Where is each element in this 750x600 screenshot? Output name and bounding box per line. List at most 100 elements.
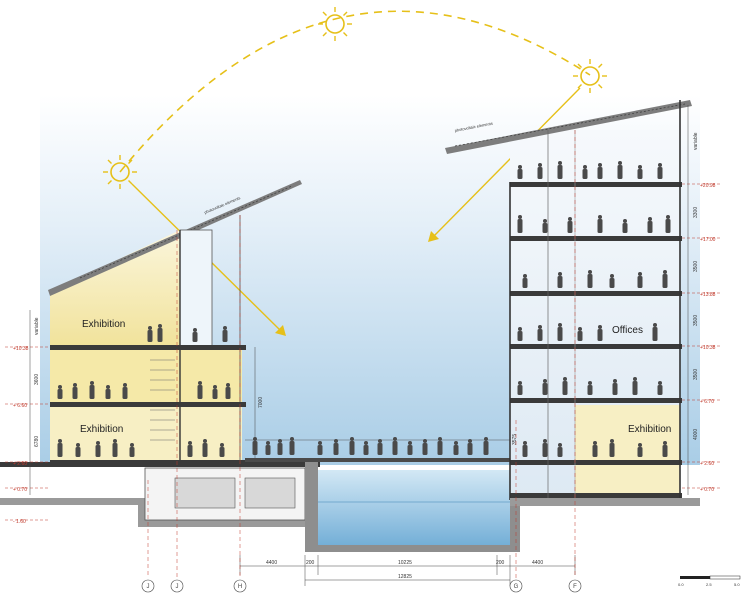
person-figure — [129, 443, 135, 457]
right-foundation — [510, 498, 700, 506]
right-building — [445, 100, 700, 506]
canal-water — [318, 470, 510, 545]
person-figure — [622, 219, 628, 233]
right-floor-slab — [510, 182, 682, 187]
person-figure — [557, 272, 563, 288]
axis-marker-5: F — [573, 584, 577, 590]
left-floor-slab — [50, 345, 246, 350]
axis-marker-3: H — [238, 584, 242, 590]
person-figure — [609, 274, 615, 288]
person-figure — [112, 439, 118, 457]
person-figure — [609, 439, 615, 457]
person-figure — [187, 441, 193, 457]
level-right-2: +17.00 — [700, 237, 716, 243]
person-figure — [597, 325, 603, 341]
person-figure — [219, 443, 225, 457]
dim-left-3600: 3600 — [34, 374, 40, 385]
person-figure — [567, 217, 573, 233]
right-roof — [445, 100, 692, 154]
person-figure — [557, 443, 563, 457]
canal — [245, 439, 520, 552]
sun-path-arc — [119, 10, 591, 173]
label-offices: Offices — [612, 325, 643, 336]
person-figure — [537, 163, 543, 179]
person-figure — [647, 217, 653, 233]
person-figure — [612, 379, 618, 395]
axis-marker-2: J — [176, 584, 179, 590]
person-figure — [582, 165, 588, 179]
exhibition-volume-upper — [50, 230, 180, 348]
scale-50: 5.0 — [734, 582, 740, 587]
person-figure — [57, 385, 63, 399]
person-figure — [657, 381, 663, 395]
axis-marker-1: J — [147, 584, 150, 590]
person-figure — [562, 377, 568, 395]
sun-ray-arrow-icon — [428, 231, 439, 242]
person-figure — [637, 165, 643, 179]
person-figure — [662, 270, 668, 288]
mechanical-unit — [174, 477, 236, 509]
dim-right-variable: variable — [693, 132, 699, 150]
right-floor-slab — [510, 344, 682, 349]
person-figure — [407, 441, 413, 455]
person-figure — [57, 439, 63, 457]
person-figure — [597, 163, 603, 179]
right-floor-slab — [510, 398, 682, 403]
person-figure — [637, 272, 643, 288]
axis-markers: J J H G F — [141, 579, 582, 593]
scale-0: 0.0 — [678, 582, 684, 587]
dim-right-3500a: 3500 — [693, 261, 699, 272]
sun-ray-line — [431, 87, 581, 239]
label-exhibition-upper: Exhibition — [82, 319, 125, 330]
person-figure — [632, 377, 638, 395]
person-figure — [522, 274, 528, 288]
right-floor-slab — [510, 291, 682, 296]
people-figures — [57, 161, 671, 457]
dim-200-left: 200 — [306, 560, 315, 566]
person-figure — [592, 441, 598, 457]
person-figure — [75, 443, 81, 457]
dim-4400-left: 4400 — [266, 560, 277, 566]
ground-slab-left — [0, 462, 320, 467]
level-right-4: +10.38 — [700, 345, 716, 351]
person-figure — [225, 383, 231, 399]
person-figure — [557, 323, 563, 341]
scale-25: 2.5 — [706, 582, 712, 587]
dim-3575: 3575 — [512, 434, 518, 445]
dim-left-variable: variable — [34, 317, 40, 335]
mechanical-unit — [244, 477, 296, 509]
person-figure — [617, 161, 623, 179]
person-figure — [517, 165, 523, 179]
person-figure — [587, 270, 593, 288]
person-figure — [587, 381, 593, 395]
sun-icon — [103, 155, 137, 189]
level-left-3: + 2.60 — [13, 461, 27, 467]
right-floor-slab — [510, 460, 682, 465]
person-figure — [377, 439, 383, 455]
dim-200-right: 200 — [496, 560, 505, 566]
person-figure — [105, 385, 111, 399]
axis-marker-4: G — [514, 584, 519, 590]
person-figure — [197, 381, 203, 399]
sun-icon — [573, 59, 607, 93]
person-figure — [95, 441, 101, 457]
sun-icon — [318, 7, 352, 41]
sun-ray-arrow-icon — [275, 325, 286, 336]
person-figure — [89, 381, 95, 399]
dim-7000: 7000 — [258, 397, 264, 408]
left-level-markers: +10.38 + 6.60 + 2.60 + 0.70 - 1.60 varia… — [5, 310, 50, 525]
right-level-markers: +20.98 +17.00 +13.88 +10.38 + 6.70 + 2.6… — [682, 105, 720, 495]
dim-right-3500c: 3500 — [693, 369, 699, 380]
person-figure — [665, 215, 671, 233]
left-basement — [0, 465, 318, 545]
person-figure — [517, 327, 523, 341]
person-figure — [277, 439, 283, 455]
person-figure — [349, 437, 355, 455]
person-figure — [437, 437, 443, 455]
left-stair — [150, 359, 175, 441]
pedestrian-bridge — [245, 458, 513, 462]
level-right-3: +13.88 — [700, 292, 716, 298]
person-figure — [392, 437, 398, 455]
level-left-5: - 1.60 — [13, 519, 26, 525]
